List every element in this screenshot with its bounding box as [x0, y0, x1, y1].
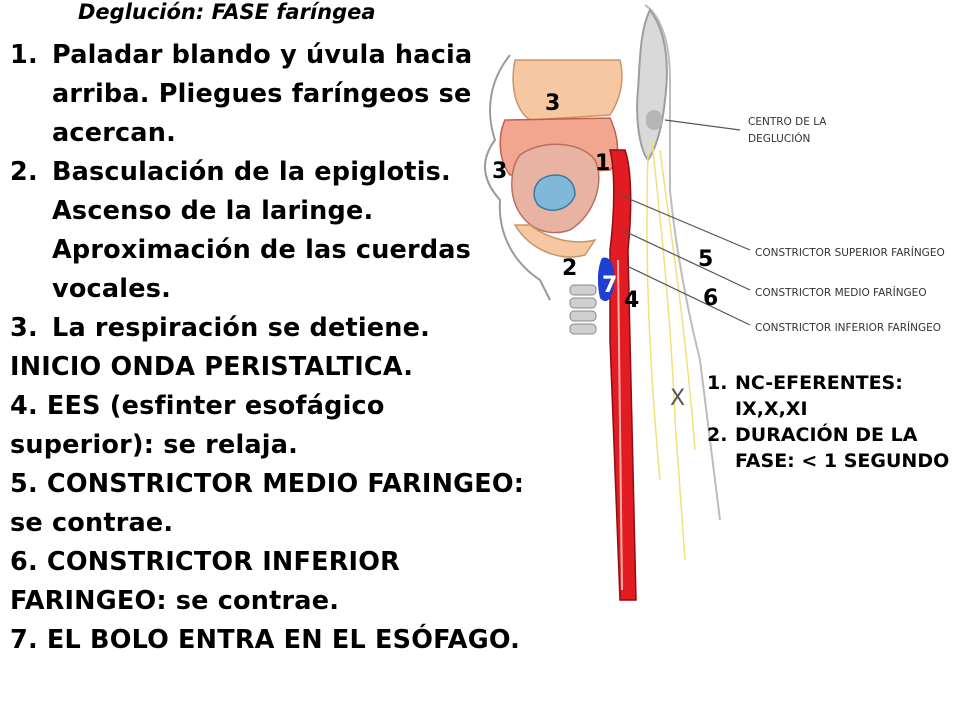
- nerve-lines: [646, 139, 696, 561]
- pharynx-muscle: [609, 149, 637, 601]
- leader-lines: [619, 119, 751, 326]
- side-number: 2.: [707, 424, 728, 446]
- head-outline: [644, 4, 721, 521]
- esophagus-lumen: [617, 259, 623, 591]
- step-number: 2.: [10, 157, 38, 187]
- side-text: DURACIÓN DE LA FASE: < 1 SEGUNDO: [735, 424, 950, 472]
- side-list: 1. NC-EFERENTES: IX,X,XI 2. DURACIÓN DE …: [707, 370, 957, 474]
- marker-4: 4: [624, 288, 639, 313]
- text-line: 5. CONSTRICTOR MEDIO FARINGEO: se contra…: [10, 469, 525, 538]
- marker-6: 6: [703, 286, 718, 311]
- marker-5: 5: [698, 247, 713, 272]
- marker-1: 1: [595, 151, 610, 176]
- caption-inferior: CONSTRICTOR INFERIOR FARÍNGEO: [755, 321, 941, 334]
- bolus-mouth: [533, 174, 576, 211]
- text-line: 6. CONSTRICTOR INFERIOR FARINGEO: se con…: [10, 547, 400, 616]
- trachea-rings: [569, 284, 597, 335]
- caption-center-line2: DEGLUCIÓN: [748, 132, 810, 145]
- step-number: 3.: [10, 313, 38, 343]
- marker-2: 2: [562, 256, 577, 281]
- step-item: 2. Basculación de la epiglotis. Ascenso …: [10, 153, 530, 309]
- text-line: INICIO ONDA PERISTALTICA.: [10, 352, 414, 382]
- face-outline: [483, 54, 551, 301]
- caption-center-line1: CENTRO DE LA: [748, 116, 827, 128]
- side-text: NC-EFERENTES: IX,X,XI: [735, 372, 903, 420]
- step-text: Paladar blando y úvula hacia arriba. Pli…: [52, 40, 473, 148]
- slide-title: Deglución: FASE faríngea: [78, 0, 376, 24]
- jaw-shape: [513, 224, 597, 258]
- bolus-esophagus: [597, 257, 615, 302]
- side-item: 1. NC-EFERENTES: IX,X,XI: [707, 370, 957, 422]
- marker-3-left: 3: [492, 159, 507, 184]
- anatomy-figure: CENTRO DE LA DEGLUCIÓN CONSTRICTOR SUPER…: [483, 4, 945, 601]
- caption-superior: CONSTRICTOR SUPERIOR FARÍNGEO: [755, 246, 945, 259]
- nasal-cavity: [512, 59, 623, 121]
- step-item: 1. Paladar blando y úvula hacia arriba. …: [10, 36, 530, 153]
- step-number: 1.: [10, 40, 38, 70]
- brainstem-shape: [636, 8, 668, 162]
- side-number: 1.: [707, 372, 728, 394]
- step-item: 3. La respiración se detiene.: [10, 309, 530, 348]
- step-text: Basculación de la epiglotis. Ascenso de …: [52, 157, 472, 304]
- caption-medio: CONSTRICTOR MEDIO FARÍNGEO: [755, 286, 927, 299]
- text-line: 7. EL BOLO ENTRA EN EL ESÓFAGO.: [10, 625, 521, 655]
- marker-7: 7: [602, 273, 617, 298]
- x-mark: X: [670, 386, 685, 411]
- side-item: 2. DURACIÓN DE LA FASE: < 1 SEGUNDO: [707, 422, 957, 474]
- deglution-center: [646, 110, 662, 130]
- marker-3-top: 3: [545, 91, 560, 116]
- step-text: La respiración se detiene.: [52, 313, 431, 343]
- text-line: 4. EES (esfinter esofágico superior): se…: [10, 391, 385, 460]
- steps-list: 1. Paladar blando y úvula hacia arriba. …: [10, 36, 530, 660]
